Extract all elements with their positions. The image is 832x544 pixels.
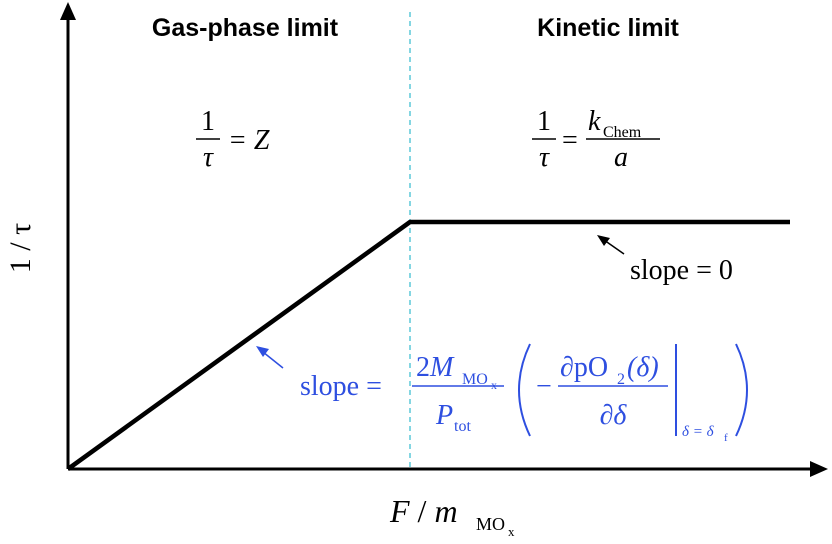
svg-text:a: a <box>614 142 628 173</box>
annotation-arrow-icon <box>256 346 269 357</box>
y-axis-label: 1 / τ <box>4 223 37 273</box>
header-kinetic-limit: Kinetic limit <box>537 14 679 42</box>
svg-text:P: P <box>435 400 453 431</box>
kinetic-equation: 1 τ = k Chem a <box>532 106 660 173</box>
svg-text:∂δ: ∂δ <box>600 400 628 431</box>
svg-text:2: 2 <box>617 371 625 388</box>
svg-text:τ: τ <box>539 142 550 173</box>
svg-text:x: x <box>508 524 515 539</box>
svg-text:−: − <box>536 371 552 402</box>
svg-text:2M: 2M <box>416 352 455 383</box>
svg-text:∂pO: ∂pO <box>560 352 608 383</box>
gas-phase-equation: 1 τ = Z <box>196 106 270 173</box>
svg-text:=: = <box>562 125 578 156</box>
y-axis-arrow-icon <box>60 2 76 20</box>
svg-text:= Z: = Z <box>228 125 270 156</box>
svg-text:1: 1 <box>201 106 215 137</box>
svg-text:slope =: slope = <box>300 371 382 402</box>
svg-text:τ: τ <box>203 142 214 173</box>
svg-text:δ = δ: δ = δ <box>682 424 715 440</box>
rate-curve <box>66 219 790 471</box>
ramp-slope-annotation: slope = 2M MO x P tot − ∂pO 2 (δ) ∂δ δ =… <box>256 343 748 444</box>
svg-text:(δ): (δ) <box>627 352 659 383</box>
svg-text:MO: MO <box>462 371 488 388</box>
svg-text:k: k <box>588 106 601 137</box>
annotation-arrow-icon <box>597 235 610 246</box>
svg-text:MO: MO <box>476 514 505 534</box>
flat-slope-annotation: slope = 0 <box>597 235 733 286</box>
svg-text:x: x <box>491 378 497 392</box>
x-axis-arrow-icon <box>810 461 828 477</box>
svg-text:slope = 0: slope = 0 <box>630 255 733 286</box>
svg-text:1: 1 <box>537 106 551 137</box>
svg-text:f: f <box>724 432 728 444</box>
svg-text:tot: tot <box>454 418 471 435</box>
x-axis-label: F/m MO x <box>389 493 515 539</box>
header-gas-phase-limit: Gas-phase limit <box>152 14 339 42</box>
svg-text:F/m: F/m <box>389 493 458 529</box>
svg-text:Chem: Chem <box>603 124 642 141</box>
